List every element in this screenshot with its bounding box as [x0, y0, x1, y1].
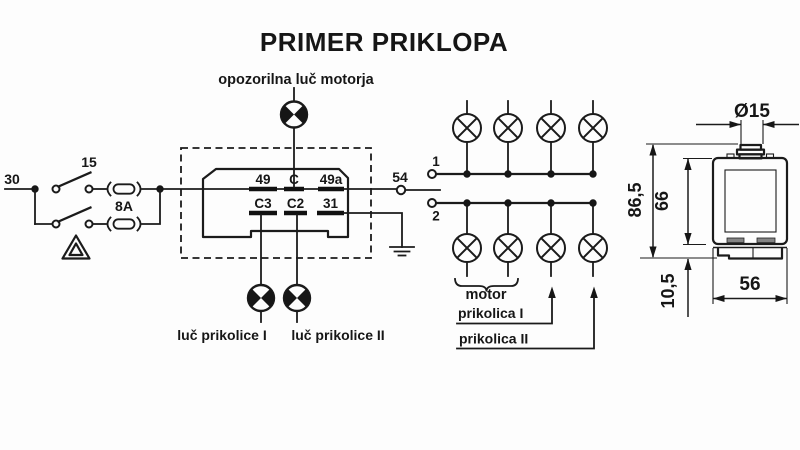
- arrow-left-icon: [763, 121, 775, 128]
- signal-lamp-icon: [452, 233, 482, 263]
- dimension-cap-diameter: Ø15: [696, 101, 799, 144]
- hazard-warning-triangle-icon: [61, 234, 91, 260]
- arrow-up-icon: [548, 286, 556, 298]
- dimension-body-width: 56: [712, 248, 788, 304]
- terminal-c3-label: C3: [254, 196, 272, 211]
- trailer-2-leader: [456, 296, 595, 350]
- page-title: PRIMER PRIKLOPA: [260, 27, 508, 57]
- terminal-c2-label: C2: [287, 196, 304, 211]
- terminal-54-contact: [395, 184, 407, 196]
- junction-dot: [589, 199, 597, 207]
- switch-hazard: [51, 206, 94, 229]
- dim-10-5-value: 10,5: [658, 273, 678, 308]
- trailer-1-label: prikolica I: [458, 305, 523, 321]
- terminal-49-label: 49: [255, 172, 270, 187]
- trailer-lamp-2-icon: [282, 283, 312, 313]
- housing-slot: [726, 237, 745, 243]
- relay-housing: [711, 156, 789, 246]
- signal-lamp-circuit-2: 2: [427, 198, 608, 277]
- trailer-warning-lamps: luč prikolice I luč prikolice II: [177, 214, 385, 343]
- flasher-relay-schematic: 49 C 49a C3 C2 31 54: [180, 147, 441, 259]
- arrow-up-icon: [590, 286, 598, 298]
- relay-base: [716, 247, 784, 260]
- dimension-base-height: 10,5: [658, 258, 692, 317]
- circuit-2-contact: [427, 198, 437, 208]
- trailer-lamp-1-label: luč prikolice I: [177, 327, 266, 343]
- junction-dot: [463, 170, 471, 178]
- arrow-up-icon: [684, 258, 692, 270]
- engine-warning-lamp: opozorilna luč motorja: [218, 72, 375, 188]
- signal-lamp-icon: [493, 233, 523, 263]
- signal-lamp-icon: [452, 113, 482, 143]
- terminal-49a-label: 49a: [320, 172, 343, 187]
- signal-lamp-icon: [493, 113, 523, 143]
- switch-15: [51, 171, 94, 194]
- circuit-1-label: 1: [432, 154, 440, 169]
- trailer-lamp-1-icon: [246, 283, 276, 313]
- housing-slot: [756, 237, 776, 243]
- arrow-up-icon: [684, 158, 692, 170]
- trailer-2-label: prikolica II: [459, 331, 528, 347]
- terminal-31-label: 31: [323, 196, 339, 211]
- arrow-right-icon: [775, 295, 787, 302]
- trailer-1-leader: [456, 296, 553, 325]
- relay-body-outline: [201, 167, 350, 239]
- signal-lamp-circuit-1: 1: [427, 100, 608, 179]
- terminal-30-label: 30: [4, 171, 20, 187]
- junction-dot: [504, 199, 512, 207]
- junction-dot: [547, 170, 555, 178]
- ground-icon: [389, 246, 415, 257]
- signal-lamp-icon: [578, 113, 608, 143]
- ground-wire: [343, 212, 403, 248]
- trailer-lamp-2-label: luč prikolice II: [291, 327, 384, 343]
- arrow-down-icon: [684, 233, 692, 245]
- signal-lamp-icon: [536, 233, 566, 263]
- trailer-2-callout: prikolica II: [456, 286, 598, 350]
- dim-phi15-value: Ø15: [734, 101, 770, 122]
- motor-brace: [454, 278, 519, 292]
- motor-group-label: motor: [465, 287, 506, 303]
- terminal-54-label: 54: [392, 169, 408, 185]
- junction-dot: [504, 170, 512, 178]
- supply-circuit: 30 15 8A: [4, 154, 398, 260]
- fuse-icon-top: [106, 181, 142, 197]
- dim-86-5-value: 86,5: [625, 182, 645, 217]
- relay-dimension-drawing: Ø15 86,5 66: [625, 101, 799, 317]
- arrow-up-icon: [649, 144, 657, 156]
- switch-blade: [57, 171, 92, 188]
- dimension-overall-height: 86,5: [625, 143, 738, 259]
- arrow-right-icon: [729, 121, 741, 128]
- relay-label-panel: [724, 169, 777, 233]
- dim-66-value: 66: [652, 191, 672, 211]
- switch-blade: [57, 206, 92, 223]
- junction-dot: [547, 199, 555, 207]
- engine-warning-lamp-icon: [279, 100, 309, 129]
- engine-warning-lamp-label: opozorilna luč motorja: [218, 72, 374, 88]
- trailer-1-callout: prikolica I: [456, 286, 556, 325]
- arrow-left-icon: [713, 295, 725, 302]
- dim-56-value: 56: [739, 274, 760, 295]
- circuit-1-contact: [427, 169, 437, 179]
- fuse-rating-label: 8A: [115, 198, 133, 214]
- signal-lamp-icon: [578, 233, 608, 263]
- dimension-body-height: 66: [652, 157, 712, 246]
- terminal-15-label: 15: [81, 154, 97, 170]
- junction-dot: [589, 170, 597, 178]
- signal-lamp-icon: [536, 113, 566, 143]
- relay-cap: [735, 143, 766, 160]
- arrow-down-icon: [649, 246, 657, 258]
- circuit-2-label: 2: [432, 209, 440, 224]
- junction-dot: [463, 199, 471, 207]
- motor-group-callout: motor: [454, 278, 519, 303]
- relay-boundary-dashed-box: [180, 147, 372, 259]
- fuse-icon-bottom: [106, 216, 142, 232]
